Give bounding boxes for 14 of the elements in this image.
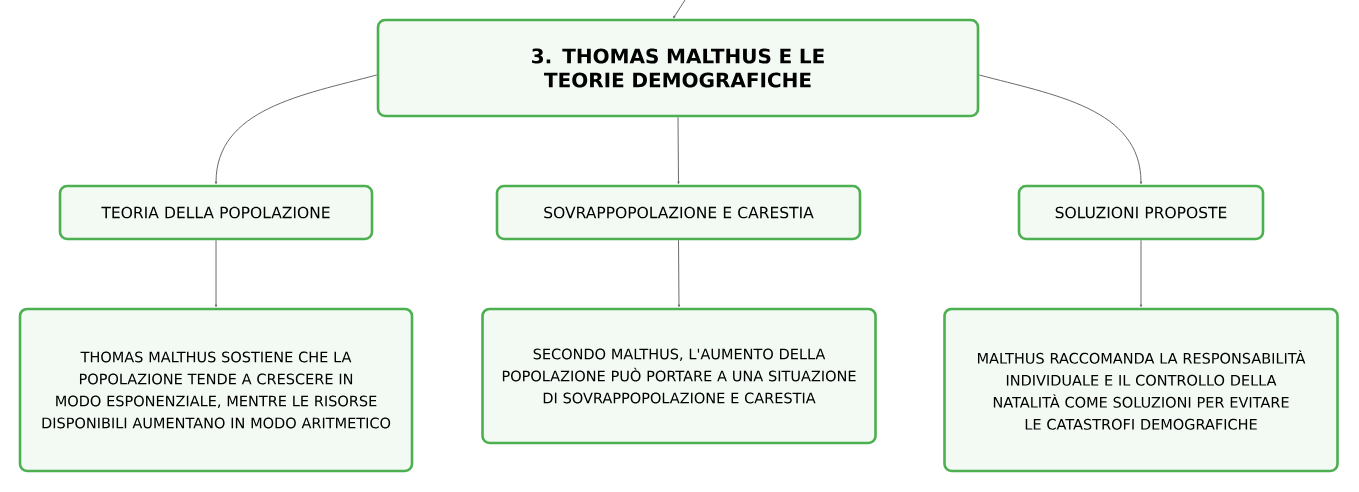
arrow	[214, 239, 218, 308]
description-box: THOMAS MALTHUS SOSTIENE CHE LA POPOLAZIONE TENDE A CRESCERE IN MODO ESPONENZIALE, MENTRE LE RISORSE DISPONIBILI AUMENTANO IN MODO ARITMETICO	[18, 307, 414, 473]
topic-box: SOVRAPPOPOLAZIONE E CARESTIA	[495, 184, 862, 241]
topic-box: TEORIA DELLA POPOLAZIONE	[58, 184, 374, 241]
description-box: SECONDO MALTHUS, L'AUMENTO DELLA POPOLAZIONE PUÒ PORTARE A UNA SITUAZIONE DI SOVRAPPOPOLAZIONE E CARESTIA	[481, 307, 877, 445]
title-box: 3. THOMAS MALTHUS E LE TEORIE DEMOGRAFICHE	[376, 18, 980, 118]
arrow	[1139, 239, 1143, 308]
arrow	[677, 239, 681, 308]
arrow	[673, 0, 686, 19]
topic-box: SOLUZIONI PROPOSTE	[1017, 184, 1265, 241]
arrow	[677, 116, 680, 185]
description-box: MALTHUS RACCOMANDA LA RESPONSABILITÀ INDIVIDUALE E IL CONTROLLO DELLA NATALITÀ COME SOLUZIONI PER EVITARE LE CATASTROFI DEMOGRAFICHE	[943, 307, 1339, 473]
arrow	[978, 74, 1143, 185]
arrow	[214, 74, 378, 185]
